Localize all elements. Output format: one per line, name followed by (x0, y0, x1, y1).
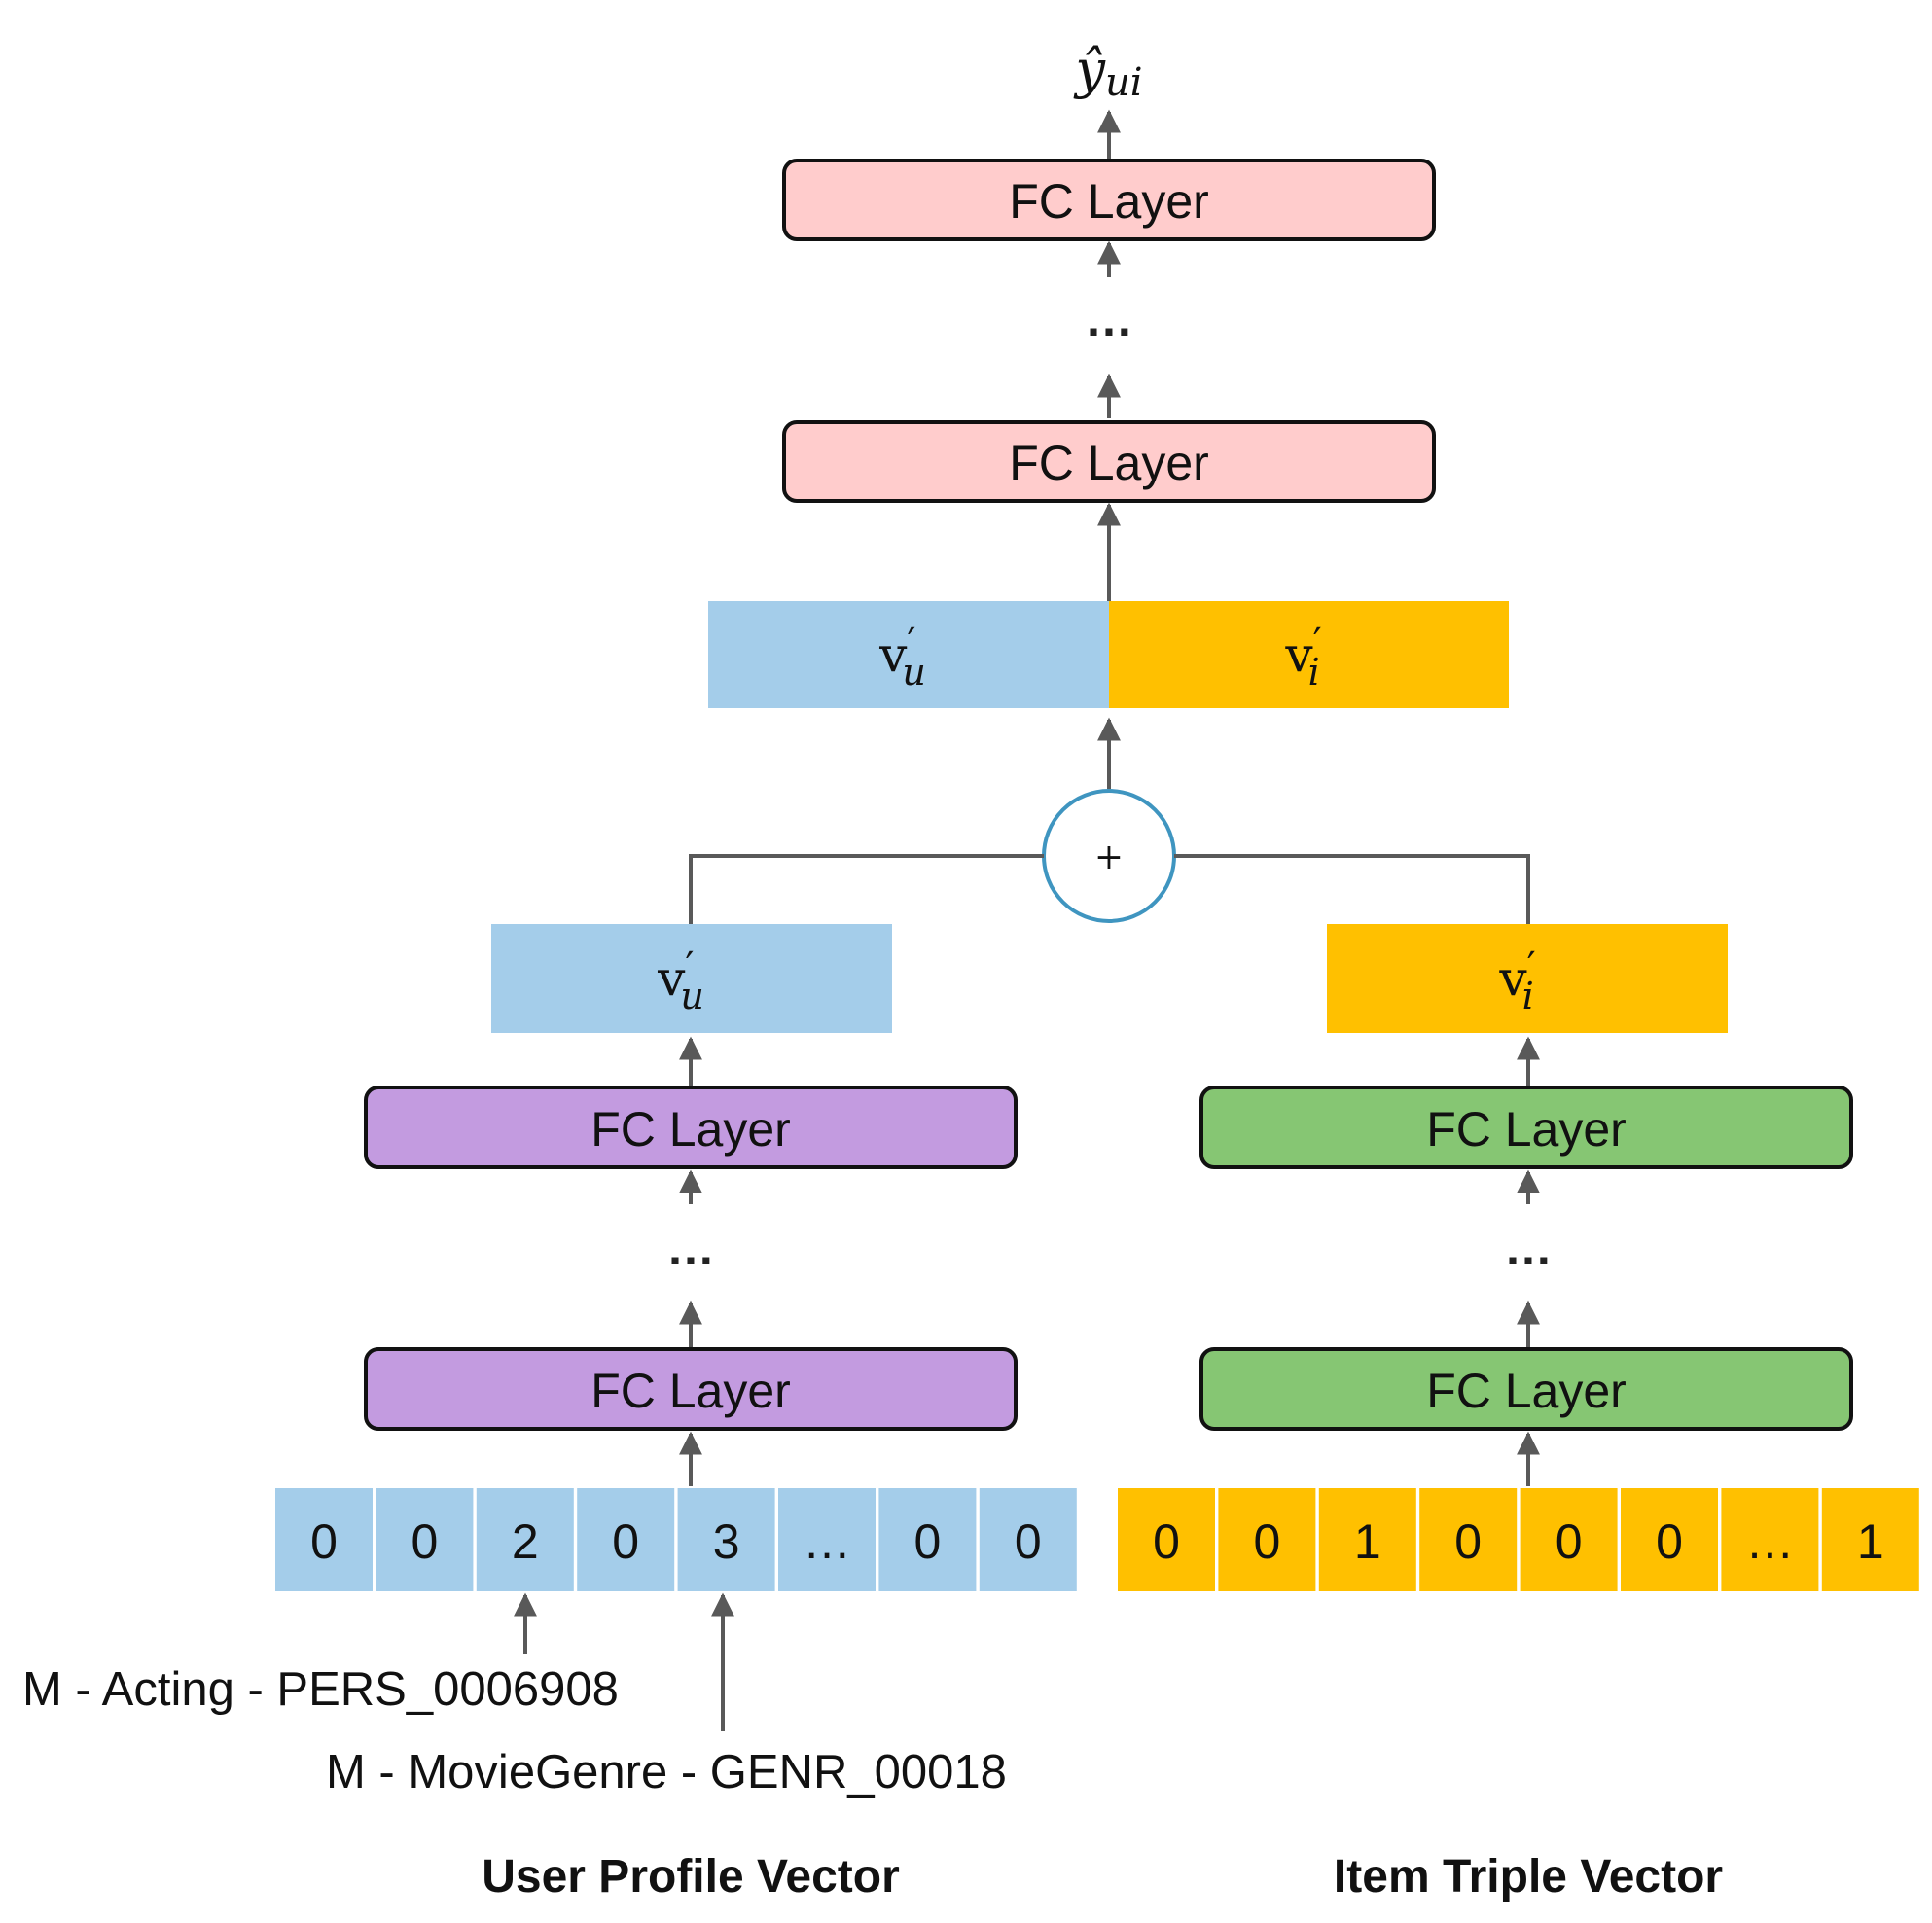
user-vector-cell-box (476, 1488, 574, 1591)
user-vector-cell-value: … (803, 1514, 851, 1569)
top-ellipsis: … (1085, 292, 1133, 346)
item-vector-cell-value: 0 (1656, 1514, 1683, 1569)
user-vector-cell: 0 (577, 1488, 675, 1591)
item-vector-cell-value: 1 (1354, 1514, 1381, 1569)
top-fc-layer-upper: FC Layer (782, 159, 1436, 241)
output-label: ŷui (1073, 39, 1142, 105)
item-vector-cell-box (1520, 1488, 1618, 1591)
output-label-subscript: ui (1105, 60, 1143, 105)
user-vector-cell-box (677, 1488, 775, 1591)
user-vector-cell-value: 2 (512, 1514, 539, 1569)
user-embedding-vector: v′u (491, 924, 892, 1033)
top-fc-layer-upper-label: FC Layer (1009, 174, 1209, 229)
concat-user-segment (708, 601, 1110, 708)
connector-user-to-plus (689, 854, 1044, 924)
concat-vector: v′u v′i (708, 601, 1509, 708)
user-vector-cell-box (778, 1488, 876, 1591)
user-vector-cell: 3 (677, 1488, 775, 1591)
user-vector-cell: … (778, 1488, 876, 1591)
top-fc-layer-lower: FC Layer (782, 420, 1436, 503)
plus-operator: + (1042, 789, 1176, 923)
user-vector-cell: 2 (476, 1488, 574, 1591)
item-embedding-label: v′i (1498, 944, 1535, 1017)
user-vector-cell-box (577, 1488, 675, 1591)
item-vector-cell-box (1821, 1488, 1919, 1591)
item-vector-cell-box (1419, 1488, 1518, 1591)
user-vector-cell-value: 3 (713, 1514, 740, 1569)
user-ellipsis: … (666, 1221, 715, 1275)
item-vector-cell: 0 (1621, 1488, 1718, 1591)
concat-item-segment (1109, 601, 1509, 708)
item-vector-cell-box (1318, 1488, 1416, 1591)
item-fc-layer-lower: FC Layer (1199, 1347, 1853, 1431)
annotation-acting: M - Acting - PERS_0006908 (22, 1663, 619, 1716)
user-vector-cell-value: 0 (1015, 1514, 1042, 1569)
user-vector-cell: 0 (979, 1488, 1077, 1591)
item-fc-layer-lower-label: FC Layer (1426, 1364, 1627, 1418)
user-vector-cell-box (878, 1488, 977, 1591)
user-vector-cell-box (275, 1488, 373, 1591)
item-vector-cell-box (1118, 1488, 1215, 1591)
item-vector-cell: 1 (1821, 1488, 1919, 1591)
user-vector-caption: User Profile Vector (482, 1851, 900, 1903)
user-vector-cell-value: 0 (411, 1514, 438, 1569)
user-vector-cell: 0 (878, 1488, 977, 1591)
top-fc-layer-lower-label: FC Layer (1009, 436, 1209, 490)
user-fc-layer-lower: FC Layer (364, 1347, 1018, 1431)
user-vector-cell: 0 (275, 1488, 373, 1591)
item-vector-cell: 0 (1118, 1488, 1215, 1591)
item-vector-cell-value: … (1745, 1514, 1794, 1569)
item-vector-cell-value: 0 (1253, 1514, 1280, 1569)
item-vector-cell: … (1721, 1488, 1819, 1591)
item-vector-cell: 0 (1520, 1488, 1618, 1591)
user-profile-vector: 0 0 2 0 3 … 0 0 (275, 1488, 1077, 1591)
item-vector-cell-value: 0 (1454, 1514, 1482, 1569)
item-vector-cell: 1 (1318, 1488, 1416, 1591)
item-vector-cell: 0 (1218, 1488, 1316, 1591)
user-fc-layer-upper: FC Layer (364, 1086, 1018, 1169)
user-vector-cell: 0 (376, 1488, 474, 1591)
item-vector-cell: 0 (1419, 1488, 1518, 1591)
user-vector-cell-box (376, 1488, 474, 1591)
concat-user-label: v′u (878, 621, 926, 694)
item-vector-cell-box (1721, 1488, 1819, 1591)
user-vector-cell-value: 0 (612, 1514, 639, 1569)
user-vector-cell-value: 0 (310, 1514, 338, 1569)
user-vector-cell-value: 0 (913, 1514, 941, 1569)
concat-item-label: v′i (1284, 621, 1321, 694)
plus-symbol: + (1094, 837, 1124, 877)
item-fc-layer-upper: FC Layer (1199, 1086, 1853, 1169)
item-vector-cell-box (1218, 1488, 1316, 1591)
user-vector-cell-box (979, 1488, 1077, 1591)
svg-text:ŷui: ŷui (1073, 39, 1142, 105)
user-fc-layer-lower-label: FC Layer (590, 1364, 791, 1418)
item-triple-vector: 0 0 1 0 0 0 … 1 (1118, 1488, 1919, 1591)
user-fc-layer-upper-label: FC Layer (590, 1102, 791, 1157)
user-embedding-label: v′u (657, 944, 704, 1017)
item-embedding-vector: v′i (1327, 924, 1728, 1033)
item-ellipsis: … (1504, 1221, 1553, 1275)
item-vector-cell-value: 0 (1556, 1514, 1583, 1569)
connector-item-to-plus (1174, 854, 1530, 924)
item-fc-layer-upper-label: FC Layer (1426, 1102, 1627, 1157)
item-vector-cell-value: 1 (1857, 1514, 1884, 1569)
item-vector-cell-value: 0 (1153, 1514, 1180, 1569)
output-label-base: ŷ (1073, 39, 1106, 100)
item-vector-caption: Item Triple Vector (1334, 1851, 1723, 1903)
item-vector-cell-box (1621, 1488, 1718, 1591)
annotation-moviegenre: M - MovieGenre - GENR_00018 (326, 1746, 1007, 1798)
